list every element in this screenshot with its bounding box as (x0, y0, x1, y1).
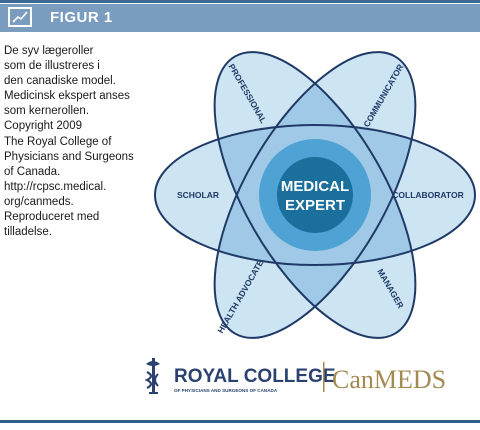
footer-logos: ROYAL COLLEGE OF PHYSICIANS AND SURGEONS… (144, 358, 446, 394)
caption-line: of Canada. (4, 165, 61, 178)
caption-line: Reproduceret med (4, 211, 100, 224)
royal-college-title: ROYAL COLLEGE (174, 366, 336, 387)
caption-line: den canadiske model. (4, 75, 116, 88)
figure-title: FIGUR 1 (50, 9, 113, 26)
caption-line: tilladelse. (4, 226, 52, 239)
caption-line: som de illustreres i (4, 60, 100, 73)
caption-line: Medicinsk ekspert anses (4, 90, 130, 103)
canmeds-wordmark: CanMEDS (332, 365, 446, 394)
header-band (0, 4, 480, 32)
footer-rule (0, 420, 480, 423)
caption-line: Copyright 2009 (4, 120, 82, 133)
center-label-line1: MEDICAL (281, 178, 349, 195)
canmeds-flower-diagram: MEDICAL EXPERT PROFESSIONAL COMMUNICATOR… (154, 51, 476, 339)
royal-college-subtitle: OF PHYSICIANS AND SURGEONS OF CANADA (174, 388, 278, 393)
caption-line: http://rcpsc.medical. (4, 180, 107, 193)
figure-caption: De syv lægeroller som de illustreres i d… (4, 44, 154, 240)
header-top-rule (0, 0, 480, 3)
caption-line: The Royal College of (4, 135, 112, 148)
caption-line: Physicians and Surgeons (4, 150, 134, 163)
role-label-collaborator: COLLABORATOR (392, 190, 463, 200)
role-label-scholar: SCHOLAR (177, 190, 219, 200)
caption-line: som kernerollen. (4, 105, 90, 118)
logo-divider (323, 362, 325, 392)
center-core (277, 157, 353, 233)
petal-outlines (154, 51, 476, 339)
center-label-line2: EXPERT (285, 197, 345, 214)
caption-line: org/canmeds. (4, 195, 74, 208)
figure-header: FIGUR 1 (0, 0, 480, 34)
caption-line: De syv lægeroller (4, 45, 94, 57)
royal-college-crest-icon (144, 358, 160, 394)
line-chart-icon (8, 7, 32, 27)
